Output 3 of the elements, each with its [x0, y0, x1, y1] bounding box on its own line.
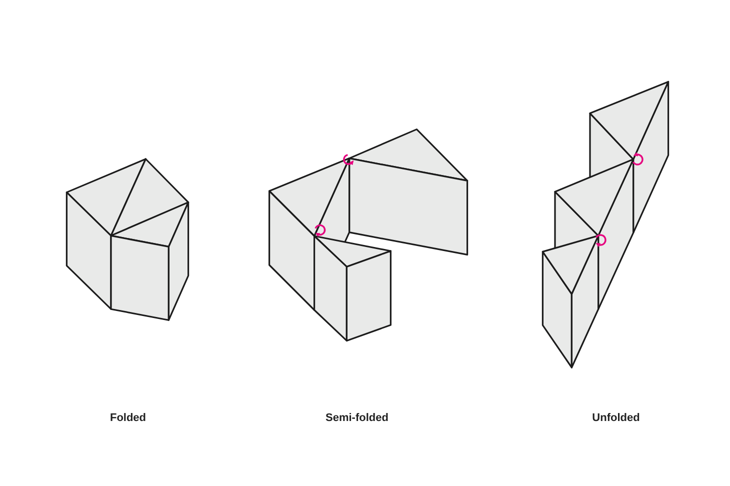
caption: Unfolded: [592, 411, 640, 425]
caption: Semi-folded: [326, 411, 388, 425]
caption: Folded: [110, 411, 146, 425]
